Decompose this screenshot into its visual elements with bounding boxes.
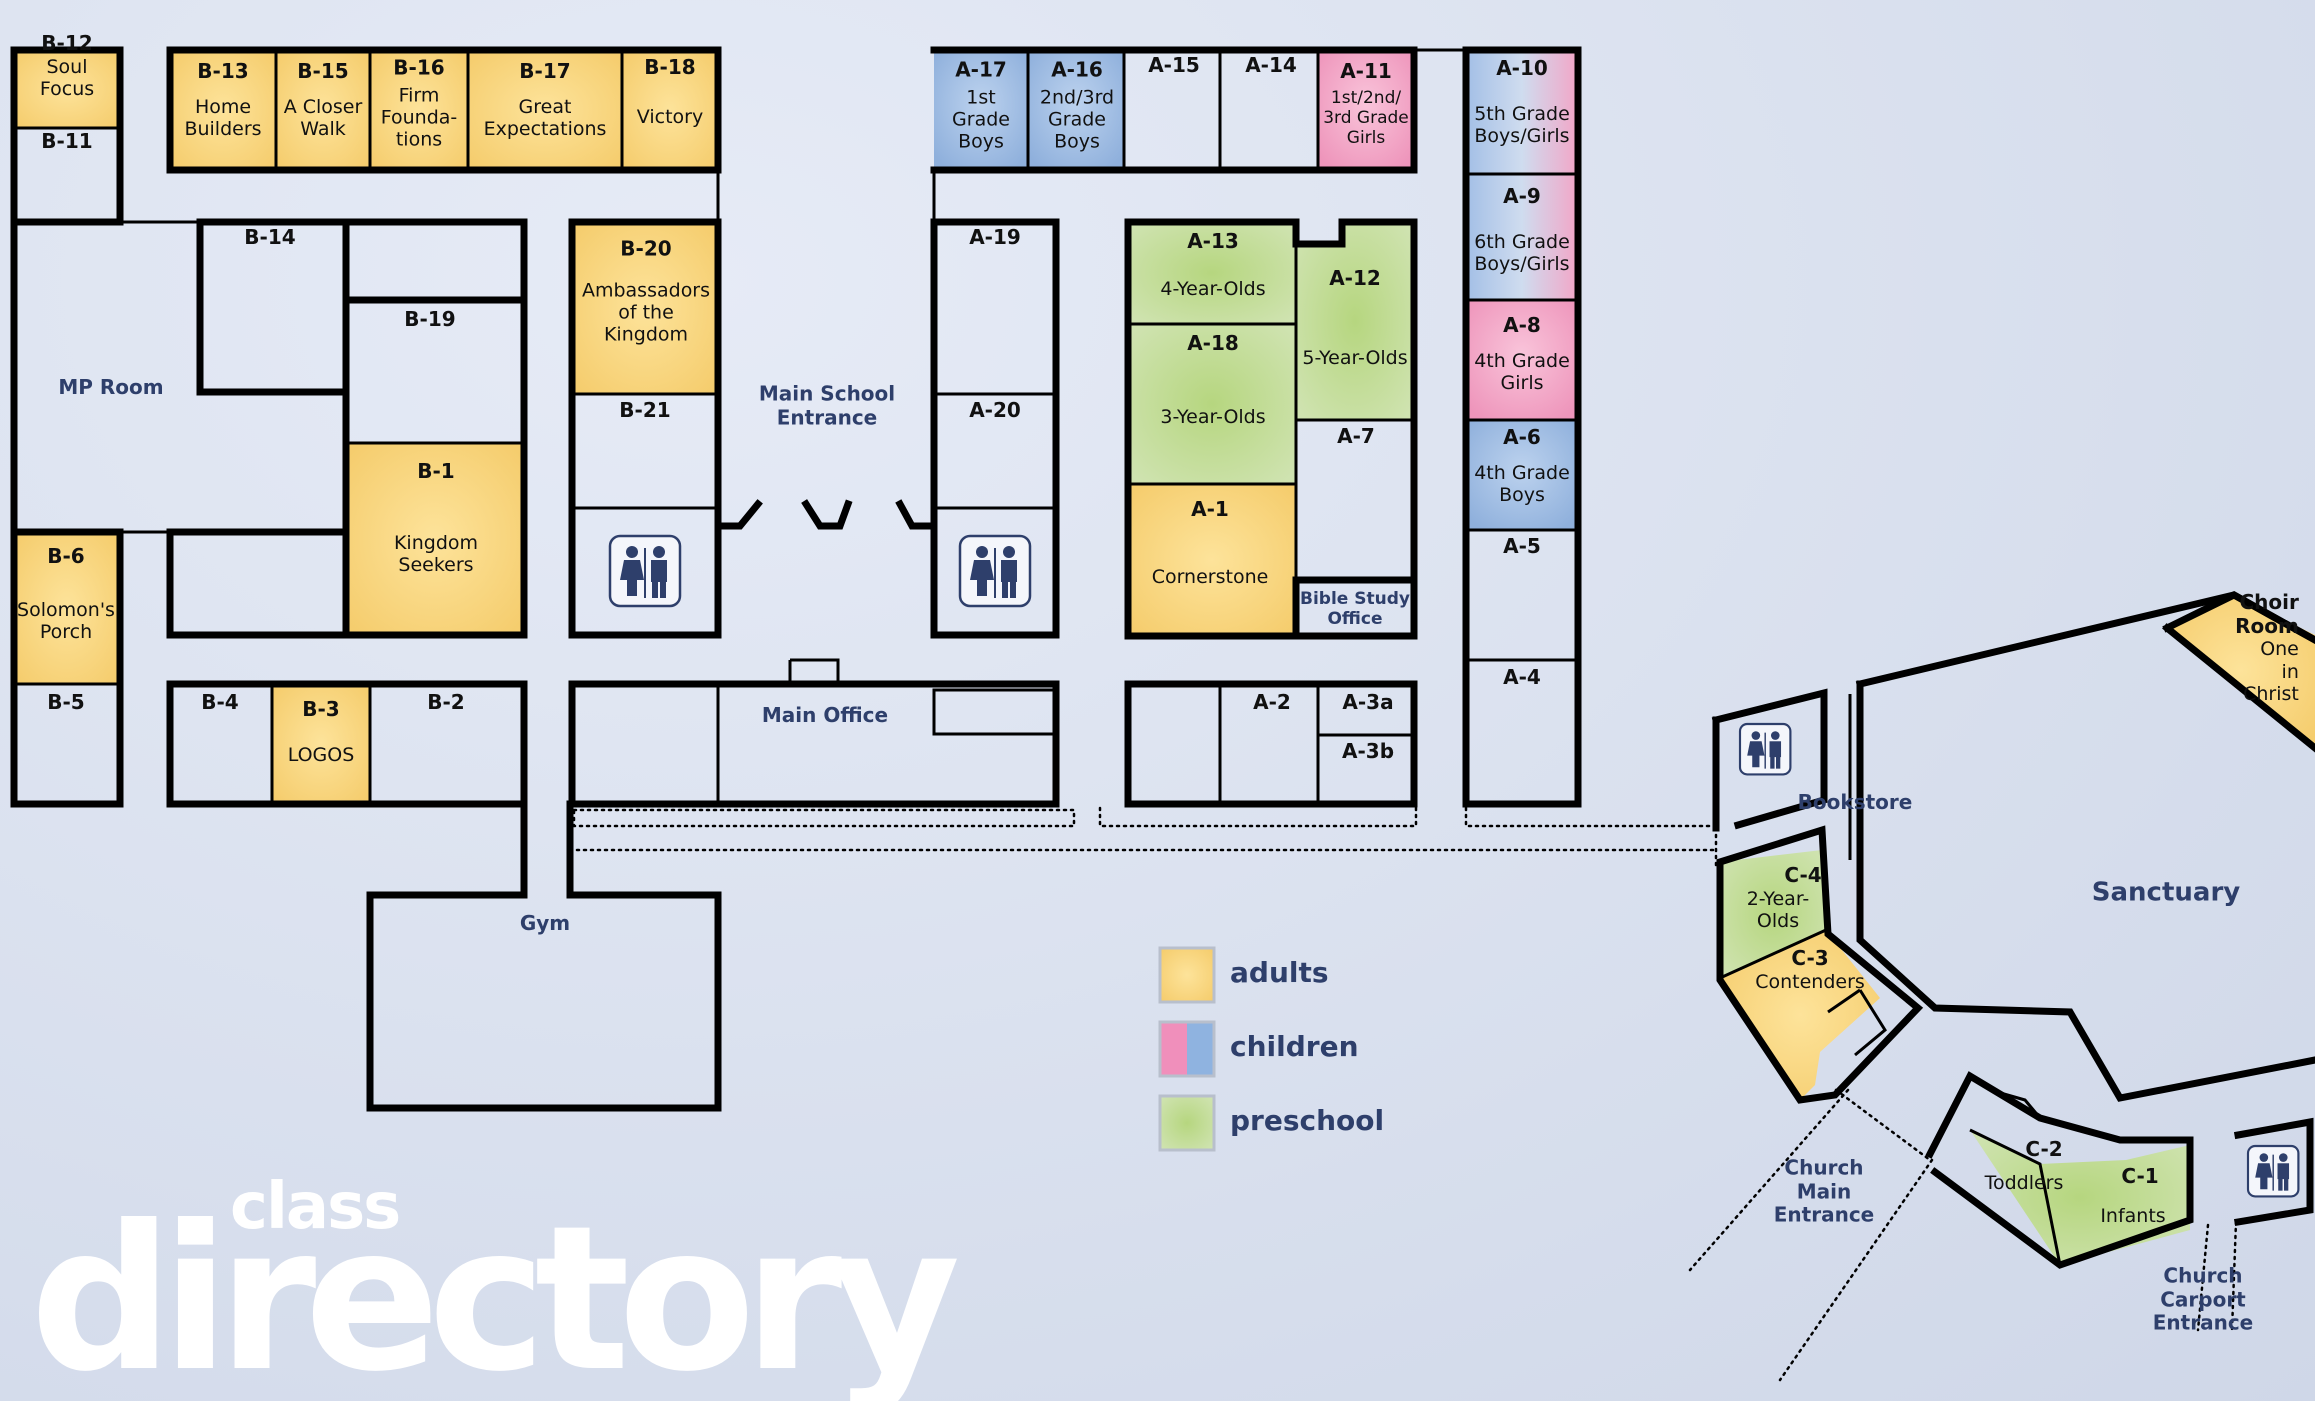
walls (10, 46, 2315, 1382)
legend-swatch-preschool (1158, 1094, 1216, 1152)
legend-swatch-children (1158, 1020, 1216, 1078)
title-class: class (230, 1170, 401, 1244)
legend-swatches (1158, 946, 1216, 1152)
legend-label-adults: adults (1230, 956, 1329, 989)
restroom-icons (608, 534, 2300, 1198)
legend-label-preschool: preschool (1230, 1104, 1385, 1137)
restroom-icon (608, 534, 682, 608)
restroom-icon (958, 534, 1032, 608)
room-fills (14, 50, 2315, 1265)
title-directory: directory (30, 1183, 961, 1401)
restroom-icon (1738, 722, 1792, 776)
restroom-icon (2246, 1144, 2300, 1198)
legend-label-children: children (1230, 1030, 1359, 1063)
legend-swatch-adults (1158, 946, 1216, 1004)
